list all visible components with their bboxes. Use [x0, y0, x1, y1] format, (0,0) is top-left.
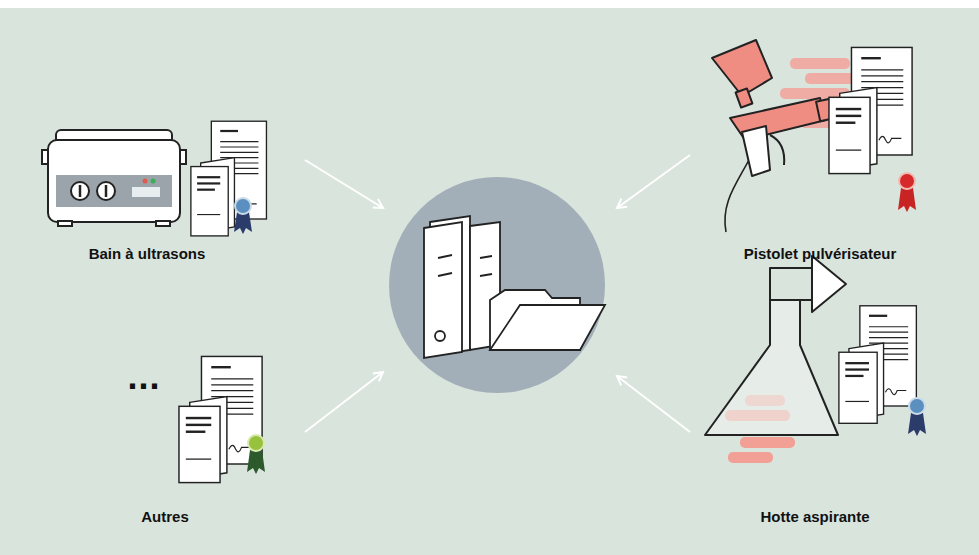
- smoke-cloud-part: [740, 437, 795, 448]
- ultrasonic-bath-icon-part: [97, 182, 115, 200]
- archive-icon-part: [480, 256, 492, 258]
- archive-icon-part: [424, 222, 462, 358]
- documents-icon: [829, 47, 912, 173]
- documents-icon: [191, 121, 267, 236]
- equipment-label: Hotte aspirante: [760, 508, 869, 525]
- spray-gun-icon-part: [736, 88, 753, 107]
- certificate-rosette-part: [909, 398, 925, 414]
- certificate-rosette: [898, 173, 916, 212]
- ultrasonic-bath-icon-part: [156, 221, 170, 226]
- fume-hood-icon-part: [800, 299, 812, 301]
- spray-gun-icon-part: [742, 126, 770, 176]
- arrow: [305, 160, 383, 208]
- arrow: [617, 376, 690, 432]
- certificate-rosette: [908, 398, 926, 436]
- spray-gun-icon: [712, 40, 834, 232]
- archive-icon-part: [480, 274, 492, 276]
- equipment-label: Bain à ultrasons: [89, 245, 206, 262]
- ultrasonic-bath-icon-part: [151, 179, 156, 184]
- fume-hood-icon-part: [812, 256, 846, 312]
- certificate-rosette-part: [235, 198, 251, 214]
- ultrasonic-bath-icon-part: [56, 175, 172, 207]
- ellipsis-label: ...: [127, 362, 160, 392]
- certificate-rosette-part: [905, 188, 916, 212]
- certificate-rosette-part: [915, 413, 926, 436]
- ultrasonic-bath-icon-part: [48, 140, 180, 222]
- flow-arrows: [305, 155, 690, 432]
- equipment-label: Autres: [141, 508, 189, 525]
- certificate-rosette-part: [241, 212, 252, 234]
- documents-icon: [839, 306, 916, 424]
- arrow: [305, 372, 383, 432]
- ultrasonic-bath-icon-part: [132, 187, 160, 197]
- archive-icon: [389, 177, 605, 393]
- spray-cloud-part: [790, 58, 850, 69]
- archive-icon-part: [438, 255, 452, 258]
- archive-icon-part: [438, 273, 452, 276]
- archive-icon-part: [435, 331, 445, 341]
- certificate-rosette-part: [248, 435, 264, 451]
- archive-icon-part: [490, 305, 605, 350]
- arrow: [617, 155, 690, 208]
- fume-hood-icon-part: [770, 268, 812, 345]
- certificate-rosette: [247, 435, 265, 474]
- certificate-rosette: [234, 198, 252, 234]
- center-circle: [389, 177, 605, 393]
- certificate-rosette-part: [899, 173, 915, 189]
- ultrasonic-bath-icon-part: [79, 185, 82, 197]
- spray-gun-icon-part: [770, 135, 784, 165]
- ultrasonic-bath-icon-part: [105, 185, 108, 197]
- fume-hood-icon-part: [705, 300, 838, 435]
- fume-hood-icon: [705, 256, 846, 435]
- ultrasonic-bath-icon-part: [143, 179, 148, 184]
- ultrasonic-bath-icon: [42, 130, 186, 226]
- certificate-rosette-part: [254, 450, 265, 474]
- ultrasonic-bath-icon-part: [71, 182, 89, 200]
- equipment-label: Pistolet pulvérisateur: [744, 245, 897, 262]
- documents-icon: [179, 356, 262, 482]
- ultrasonic-bath-icon-part: [58, 221, 72, 226]
- spray-gun-icon-part: [712, 40, 772, 96]
- smoke-cloud-part: [728, 452, 773, 463]
